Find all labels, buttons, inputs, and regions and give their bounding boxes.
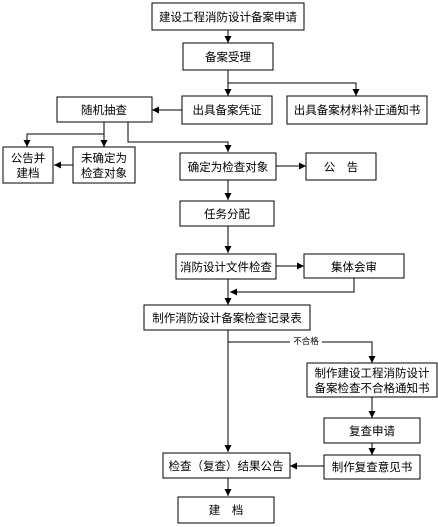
edge-review-back — [230, 278, 355, 296]
node-announce: 公 告 — [305, 152, 377, 181]
fail-edge-label: 不合格 — [293, 336, 319, 347]
node-selected: 确定为检查对象 — [179, 152, 277, 181]
node-issue-cert: 出具备案凭证 — [181, 95, 273, 125]
edge-accept-notice — [227, 70, 360, 96]
node-assign: 任务分配 — [179, 200, 275, 227]
node-joint-review: 集体会审 — [303, 253, 405, 279]
node-accept-label: 备案受理 — [205, 50, 251, 64]
node-selected-label: 确定为检查对象 — [188, 160, 269, 174]
node-recheck-opinion: 制作复查意见书 — [323, 454, 421, 480]
node-recheck-apply: 复查申请 — [323, 417, 421, 444]
node-not-selected: 未确定为 检查对象 — [72, 146, 136, 184]
node-doc-check-label: 消防设计文件检查 — [180, 260, 272, 274]
node-fail-notice-label-1: 制作建设工程消防设计 — [315, 366, 430, 380]
node-random-check-label: 随机抽查 — [81, 103, 127, 117]
node-random-check: 随机抽查 — [56, 96, 153, 123]
node-issue-notice: 出具备案材料补正通知书 — [286, 95, 428, 125]
node-archive-label: 建 档 — [209, 503, 244, 517]
node-record-form: 制作消防设计备案检查记录表 — [143, 304, 311, 331]
node-result-announce: 检查（复查）结果公告 — [162, 452, 291, 479]
node-publish-archive-label-2: 建档 — [17, 166, 40, 180]
node-joint-review-label: 集体会审 — [331, 260, 377, 274]
node-not-selected-label-2: 检查对象 — [81, 166, 127, 180]
node-publish-archive-label-1: 公告并 — [11, 151, 46, 165]
edge-random-publish — [23, 122, 105, 147]
node-apply: 建设工程消防设计备案申请 — [151, 2, 305, 31]
node-publish-archive: 公告并 建档 — [2, 146, 54, 184]
node-issue-notice-label: 出具备案材料补正通知书 — [294, 103, 421, 117]
node-fail-notice-label-2: 备案检查不合格通知书 — [315, 381, 430, 395]
node-result-announce-label: 检查（复查）结果公告 — [169, 459, 284, 473]
node-issue-cert-label: 出具备案凭证 — [193, 103, 262, 117]
node-recheck-opinion-label: 制作复查意见书 — [332, 460, 413, 474]
node-record-form-label: 制作消防设计备案检查记录表 — [152, 311, 302, 325]
node-archive: 建 档 — [177, 496, 275, 524]
edge-random-selected — [127, 122, 232, 152]
node-apply-label: 建设工程消防设计备案申请 — [159, 10, 297, 24]
node-announce-label: 公 告 — [324, 160, 359, 174]
edges — [23, 30, 376, 496]
edge-label-bg — [290, 336, 322, 347]
node-doc-check: 消防设计文件检查 — [175, 253, 277, 280]
node-not-selected-label-1: 未确定为 — [81, 151, 127, 165]
node-recheck-apply-label: 复查申请 — [349, 424, 395, 438]
node-accept: 备案受理 — [182, 42, 274, 71]
node-fail-notice: 制作建设工程消防设计 备案检查不合格通知书 — [306, 362, 438, 398]
node-assign-label: 任务分配 — [204, 207, 250, 221]
